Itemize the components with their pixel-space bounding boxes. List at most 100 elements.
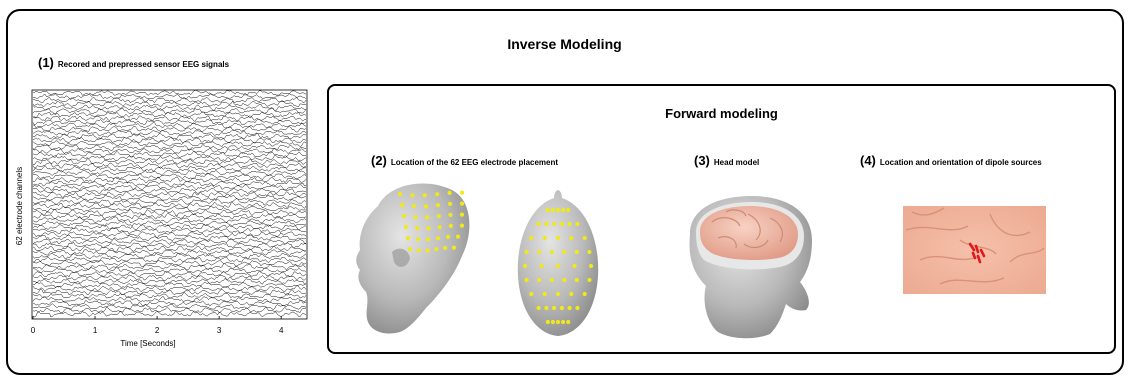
- eeg-traces: [32, 90, 307, 318]
- electrode-dot: [426, 226, 431, 231]
- panel3-label: (3)Head model: [694, 153, 759, 168]
- eeg-channel-trace: [32, 241, 307, 249]
- electrode-dot: [549, 277, 554, 283]
- eeg-channel-trace: [33, 93, 307, 100]
- electrode-dot: [403, 224, 409, 230]
- eeg-channel-trace: [32, 191, 307, 198]
- electrode-dot: [447, 201, 453, 206]
- electrode-dot: [415, 237, 421, 242]
- panel2-number: (2): [371, 153, 387, 168]
- dipole-arrow: [979, 248, 986, 258]
- eeg-channel-trace: [32, 227, 307, 235]
- electrode-dot: [410, 193, 415, 198]
- eeg-channel-trace: [32, 267, 307, 274]
- electrode-dot: [569, 291, 574, 297]
- eeg-x-tick-label: 4: [279, 326, 284, 335]
- electrode-dot: [587, 277, 592, 283]
- head-top-shape: [517, 190, 599, 336]
- electrode-dot: [416, 248, 421, 253]
- electrode-dot: [434, 247, 439, 252]
- panel3-caption: Head model: [713, 158, 760, 167]
- electrode-dot: [435, 236, 441, 241]
- electrode-dot: [537, 277, 542, 283]
- eeg-channel-trace: [32, 281, 307, 289]
- eeg-channel-trace: [32, 125, 307, 133]
- electrode-dot: [542, 291, 547, 297]
- electrode-dot: [448, 223, 453, 228]
- electrode-dot: [413, 215, 418, 220]
- electrode-dot: [524, 277, 529, 283]
- eeg-channel-trace: [32, 209, 307, 217]
- electrode-dot: [566, 207, 571, 213]
- eeg-channel-trace: [32, 150, 307, 159]
- eeg-channel-trace: [32, 144, 307, 151]
- head-side-view: [356, 183, 470, 334]
- dipole-arrow: [976, 254, 982, 264]
- electrode-dot: [544, 221, 549, 227]
- page-title: Inverse Modeling: [507, 36, 622, 52]
- electrode-dot: [567, 305, 572, 311]
- eeg-channel-trace: [32, 296, 307, 303]
- electrode-dot: [435, 203, 441, 208]
- eeg-channel-trace: [32, 118, 307, 126]
- electrode-dot: [447, 190, 452, 195]
- eeg-channel-trace: [32, 136, 307, 144]
- electrode-dot: [459, 190, 465, 195]
- dipole-arrow: [971, 251, 977, 260]
- electrode-dot: [425, 215, 430, 220]
- cortex-folds: [905, 207, 1045, 285]
- eeg-channel-trace: [32, 104, 307, 112]
- electrode-dot: [405, 235, 411, 241]
- electrode-dot: [415, 226, 420, 231]
- electrode-dot: [545, 207, 550, 213]
- ear-shape: [392, 248, 410, 267]
- electrode-dot: [437, 225, 442, 230]
- electrode-dot: [582, 291, 587, 297]
- electrode-dot: [567, 221, 572, 227]
- electrode-dot: [588, 263, 594, 269]
- eeg-channel-trace: [32, 299, 307, 307]
- eeg-channel-trace: [32, 122, 307, 129]
- eeg-channel-trace: [32, 158, 307, 165]
- electrode-dot: [529, 291, 534, 297]
- eeg-x-tick-label: 3: [217, 326, 222, 335]
- eeg-channel-trace: [32, 223, 307, 231]
- electrode-dot: [536, 221, 541, 227]
- electrode-dot: [582, 235, 587, 241]
- electrode-dot: [587, 249, 592, 255]
- electrode-dot: [397, 191, 403, 197]
- eeg-channel-trace: [32, 212, 307, 220]
- head-model: [689, 196, 812, 339]
- eeg-channel-trace: [32, 306, 307, 314]
- eeg-channel-trace: [32, 147, 307, 155]
- eeg-channel-trace: [32, 129, 307, 137]
- electrode-dot: [401, 213, 407, 219]
- eeg-channel-trace: [32, 310, 307, 318]
- electrode-dot: [559, 305, 565, 311]
- electrode-dot: [459, 201, 465, 206]
- electrode-dot: [536, 305, 541, 311]
- eeg-channel-trace: [32, 100, 307, 108]
- electrode-dot: [574, 249, 579, 255]
- eeg-channel-trace: [32, 165, 307, 173]
- eeg-channel-trace: [32, 231, 307, 239]
- eeg-channel-trace: [32, 285, 307, 293]
- eeg-x-tick-label: 1: [93, 326, 98, 335]
- electrode-dot: [425, 248, 430, 253]
- electrode-dot: [555, 235, 561, 241]
- eeg-channel-trace: [32, 140, 307, 147]
- eeg-channel-trace: [32, 288, 307, 296]
- electrode-dot: [555, 291, 561, 297]
- electrode-dot: [425, 237, 431, 242]
- electrode-dot: [552, 305, 557, 311]
- panel3-number: (3): [694, 153, 710, 168]
- eeg-channel-trace: [32, 245, 307, 253]
- panel1-caption: Recored and prepressed sensor EEG signal…: [57, 60, 230, 69]
- eeg-channel-trace: [32, 216, 307, 224]
- panel4-caption: Location and orientation of dipole sourc…: [879, 158, 1042, 167]
- eeg-y-axis-label: 62 electrode channels: [15, 167, 24, 245]
- panel2-caption: Location of the 62 EEG electrode placeme…: [390, 158, 559, 167]
- dipole-arrow: [968, 242, 976, 252]
